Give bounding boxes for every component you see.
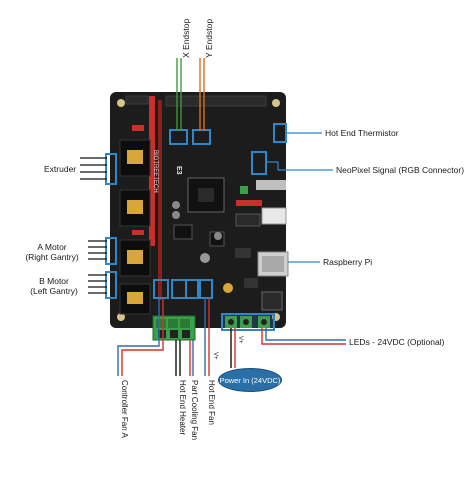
neopixel-box xyxy=(251,151,267,175)
controller-fan-label: Controller Fan A xyxy=(120,380,129,438)
highlight-boxes xyxy=(105,123,287,331)
leds-label: LEDs - 24VDC (Optional) xyxy=(349,337,445,347)
y-endstop-label: Y Endstop xyxy=(204,18,214,58)
y-endstop-box xyxy=(192,129,211,145)
a-motor-line2: (Right Gantry) xyxy=(25,252,79,262)
v-plus-right-label: V+ xyxy=(237,336,243,344)
a-motor-label: A Motor (Right Gantry) xyxy=(18,242,86,262)
a-motor-wires xyxy=(88,240,107,260)
hotend-fan-box xyxy=(199,279,213,299)
hot-end-thermistor-label: Hot End Thermistor xyxy=(325,128,399,138)
controller-fan-box xyxy=(153,279,169,299)
extruder-wires xyxy=(80,157,107,180)
b-motor-box xyxy=(105,271,117,299)
b-motor-label: B Motor (Left Gantry) xyxy=(22,276,86,296)
power-terminal-box xyxy=(221,313,275,331)
hotend-heater-wires xyxy=(175,340,181,376)
raspberry-pi-label: Raspberry Pi xyxy=(323,257,373,267)
extruder-label: Extruder xyxy=(44,164,77,174)
hot-end-fan-label: Hot End Fan xyxy=(207,380,216,425)
b-motor-line1: B Motor xyxy=(39,276,69,286)
stepper-driver-1 xyxy=(119,139,151,177)
board-brand-text: BIGTREETECH xyxy=(152,150,158,193)
stepper-driver-4 xyxy=(119,283,151,315)
extruder-box xyxy=(105,153,117,185)
x-endstop-label: X Endstop xyxy=(181,18,191,58)
power-wires xyxy=(230,328,236,368)
b-motor-wires xyxy=(88,274,107,294)
b-motor-line2: (Left Gantry) xyxy=(30,286,78,296)
neopixel-label: NeoPixel Signal (RGB Connector) xyxy=(336,165,465,175)
part-cooling-fan-label: Part Cooling Fan xyxy=(190,380,199,441)
led-wires xyxy=(261,328,346,345)
a-motor-box xyxy=(105,237,117,265)
a-motor-line1: A Motor xyxy=(37,242,67,252)
controller-fan-wires xyxy=(117,298,164,376)
x-endstop-box xyxy=(169,129,188,145)
power-in-badge: Power In (24VDC) xyxy=(218,368,282,392)
hotend-fan-wires xyxy=(204,298,210,376)
stepper-driver-3 xyxy=(119,239,151,277)
mcu-chip xyxy=(187,177,225,213)
fan-heater-terminal-block xyxy=(152,315,196,341)
controller-board xyxy=(110,92,289,328)
stepper-driver-2 xyxy=(119,189,151,227)
part-fan-wires xyxy=(189,340,194,376)
board-model-text: E3 xyxy=(175,166,182,175)
part-fan-box xyxy=(185,279,199,299)
v-plus-left-label: V+ xyxy=(212,352,218,360)
endstop-wires xyxy=(176,58,205,131)
hot-end-heater-label: Hot End Heater xyxy=(178,380,187,436)
